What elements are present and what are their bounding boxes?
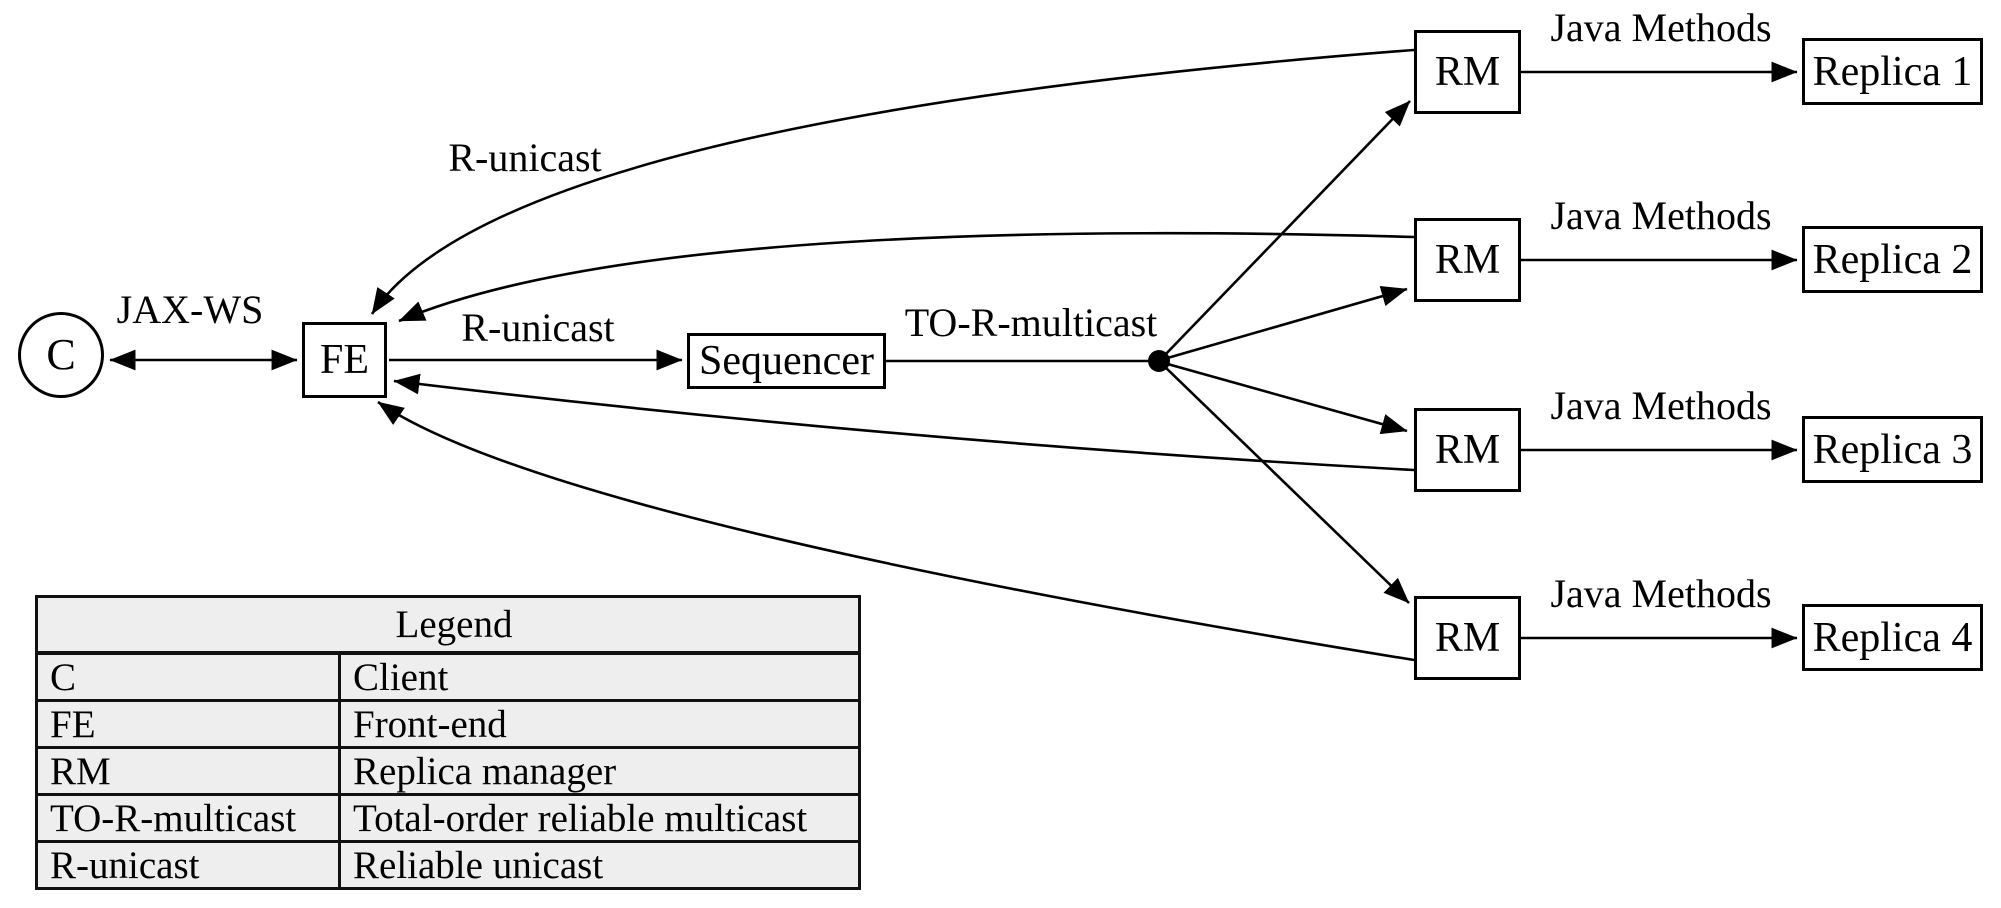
legend-row: FE Front-end: [35, 699, 862, 749]
edge-multicast-rm4: [1162, 364, 1410, 604]
replica-node-4: Replica 4: [1802, 604, 1983, 671]
edge-label-jaxws: JAX-WS: [116, 287, 264, 332]
rm-node-4: RM: [1414, 596, 1521, 680]
legend-row: TO-R-multicast Total-order reliable mult…: [35, 793, 862, 843]
edge-rm4-frontend-return: [377, 400, 1415, 662]
edge-multicast-rm2: [1163, 286, 1408, 361]
replica-label: Replica 1: [1812, 48, 1973, 95]
edge-multicast-rm1: [1162, 100, 1411, 358]
sequencer-label: Sequencer: [699, 338, 874, 384]
client-node: C: [18, 312, 104, 398]
replica-label: Replica 4: [1812, 614, 1973, 661]
edge-label-to-r-multicast: TO-R-multicast: [904, 300, 1158, 345]
legend-term: RM: [35, 746, 341, 796]
legend-term: TO-R-multicast: [35, 793, 341, 843]
legend-definition: Reliable unicast: [337, 840, 862, 890]
edge-rm3-frontend-return: [393, 373, 1415, 472]
sequencer-node: Sequencer: [687, 333, 886, 389]
replica-label: Replica 2: [1812, 236, 1973, 283]
replica-node-2: Replica 2: [1802, 226, 1983, 293]
legend-definition: Client: [337, 651, 862, 702]
edge-rm1-frontend-return: [370, 48, 1415, 315]
legend-title: Legend: [34, 595, 862, 655]
rm-label: RM: [1434, 237, 1501, 283]
rm-node-3: RM: [1414, 408, 1521, 492]
rm-label: RM: [1434, 427, 1501, 473]
legend-row: C Client: [35, 651, 862, 702]
replica-label: Replica 3: [1812, 426, 1973, 473]
edge-label-r-unicast: R-unicast: [461, 305, 615, 350]
legend-definition: Replica manager: [337, 746, 862, 796]
legend-definition: Front-end: [337, 699, 862, 749]
legend-definition: Total-order reliable multicast: [337, 793, 862, 843]
legend-term: R-unicast: [35, 840, 341, 890]
legend-table: Legend C Client FE Front-end RM Replica …: [34, 595, 862, 890]
edge-label-java-methods-3: Java Methods: [1550, 383, 1772, 428]
frontend-node: FE: [302, 322, 387, 398]
replica-node-3: Replica 3: [1802, 416, 1983, 483]
edge-label-java-methods-4: Java Methods: [1550, 571, 1772, 616]
rm-node-1: RM: [1414, 30, 1521, 114]
edge-label-java-methods-2: Java Methods: [1550, 193, 1772, 238]
legend-row: RM Replica manager: [35, 746, 862, 796]
rm-node-2: RM: [1414, 218, 1521, 302]
legend-header-row: Legend: [34, 595, 862, 655]
frontend-label: FE: [319, 337, 369, 383]
edge-label-java-methods-1: Java Methods: [1550, 5, 1772, 50]
rm-label: RM: [1434, 615, 1501, 661]
client-label: C: [46, 330, 76, 379]
edge-rm2-frontend-return: [398, 231, 1415, 323]
legend-term: FE: [35, 699, 341, 749]
replica-node-1: Replica 1: [1802, 38, 1983, 105]
legend-row: R-unicast Reliable unicast: [35, 840, 862, 890]
rm-label: RM: [1434, 49, 1501, 95]
edge-label-r-unicast-return: R-unicast: [448, 135, 602, 180]
legend-term: C: [35, 651, 341, 702]
edge-multicast-rm3: [1163, 361, 1408, 435]
